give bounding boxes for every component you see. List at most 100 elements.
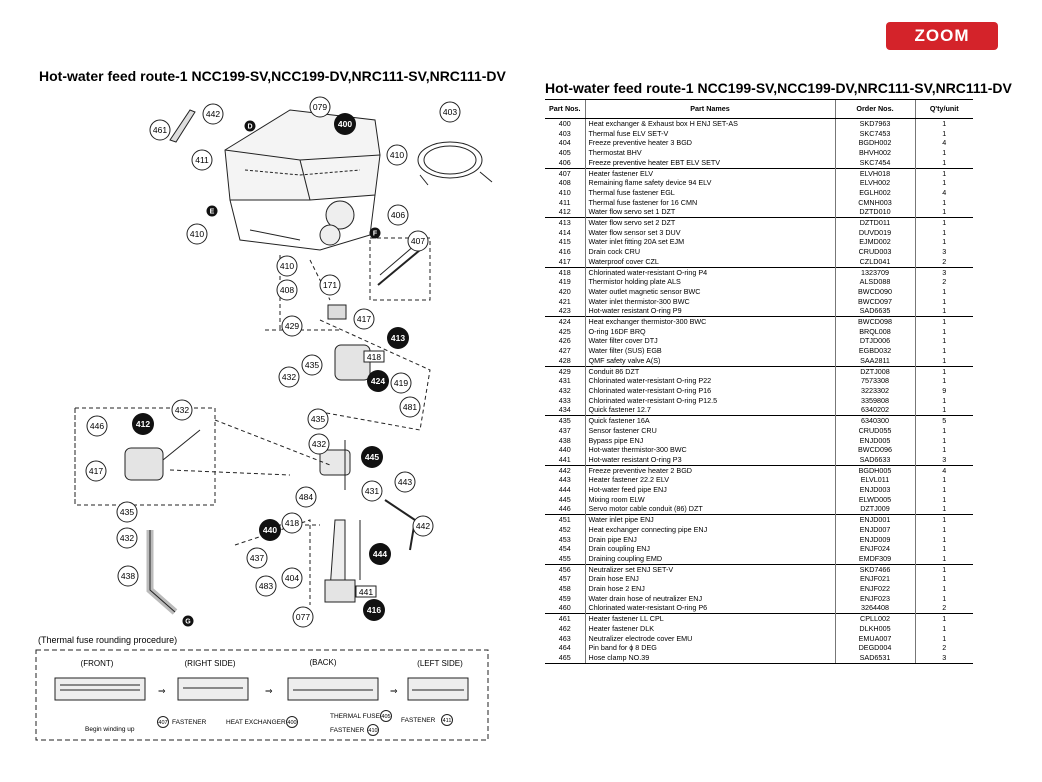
part-name-cell: Heater fastener 22.2 ELV <box>584 475 835 486</box>
qty-cell: 1 <box>914 178 973 188</box>
part-no-cell: 458 <box>558 584 571 594</box>
part-no-cell: 425 <box>558 326 571 336</box>
order-no-cell: CRUD055 <box>834 425 915 436</box>
callout-label: 483 <box>259 581 273 591</box>
thermal-fuse-label: THERMAL FUSE <box>330 713 381 720</box>
order-no-cell: 3223302 <box>834 385 915 396</box>
part-no-cell: 441 <box>558 454 571 464</box>
callout-label: 438 <box>121 571 135 581</box>
order-no-cell: DZTJ009 <box>834 504 915 515</box>
qty-cell: 3 <box>914 454 973 466</box>
callout-label: 484 <box>299 492 313 502</box>
qty-cell: 9 <box>914 385 973 396</box>
callout: 410 <box>276 255 298 277</box>
qty-cell: 1 <box>914 207 973 218</box>
qty-cell: 1 <box>914 197 973 208</box>
callout-label: 404 <box>285 573 299 583</box>
part-name-cell: Heater fastener DLK <box>584 623 835 634</box>
callout: 429 <box>281 315 303 337</box>
qty-cell: 1 <box>914 584 973 594</box>
view-callout: 407 <box>157 716 169 728</box>
order-no-cell: EGBD032 <box>834 346 915 356</box>
order-no-cell: ENJF024 <box>834 544 915 554</box>
thermal-fuse-title: (Thermal fuse rounding procedure) <box>38 635 177 645</box>
qty-cell: 1 <box>914 623 973 634</box>
part-no-cell: 442 <box>545 464 585 476</box>
order-no-cell: 3264408 <box>834 603 915 614</box>
letter-marker: F <box>369 227 381 239</box>
qty-cell: 2 <box>914 643 973 653</box>
callout-label: 418 <box>285 518 299 528</box>
callout: 442 <box>412 515 434 537</box>
order-no-cell: ELVH002 <box>834 178 915 188</box>
callout: 417 <box>353 308 375 330</box>
part-name-cell: Bypass pipe ENJ <box>584 435 835 446</box>
header-part-names: Part Names <box>584 99 835 119</box>
qty-cell: 5 <box>914 415 973 426</box>
part-name-cell: Hot-water resistant O-ring P9 <box>584 306 835 317</box>
callout-highlight: 444 <box>369 543 391 565</box>
callout-highlight: 413 <box>387 327 409 349</box>
order-no-cell: DZTD010 <box>834 207 915 218</box>
part-no-cell: 412 <box>558 207 571 217</box>
part-name-cell: Thermal fuse fastener EGL <box>584 187 835 198</box>
header-part-nos: Part Nos. <box>545 99 585 119</box>
part-no-cell: 438 <box>558 435 571 445</box>
callout: 408 <box>276 279 298 301</box>
qty-cell: 1 <box>914 286 973 297</box>
qty-cell: 3 <box>914 247 973 257</box>
part-name-cell: Quick fastener 16A <box>584 415 835 426</box>
callout-label: 435 <box>305 360 319 370</box>
callout: 438 <box>117 565 139 587</box>
view-callout-label: 410 <box>368 728 377 734</box>
fastener-label: FASTENER <box>401 717 436 724</box>
part-no-cell: 435 <box>545 415 585 426</box>
qty-cell: 3 <box>914 266 973 278</box>
callout-label: 444 <box>373 549 387 559</box>
callout-label: 429 <box>285 321 299 331</box>
qty-cell: 1 <box>914 167 973 179</box>
part-no-cell: 457 <box>558 574 571 584</box>
callout-label: 408 <box>280 285 294 295</box>
callout-label: 442 <box>206 109 220 119</box>
table-header-row: Part Nos. Part Names Order Nos. Q'ty/uni… <box>545 99 973 119</box>
qty-cell: 3 <box>914 652 973 664</box>
begin-winding-label: Begin winding up <box>85 726 135 733</box>
qty-cell: 1 <box>914 326 973 337</box>
callout-highlight: 400 <box>334 113 356 135</box>
part-no-cell: 461 <box>545 613 585 624</box>
order-no-cell: BWCD098 <box>834 316 915 327</box>
order-no-cell: 6340202 <box>834 405 915 416</box>
callout: 419 <box>390 372 412 394</box>
qty-cell: 2 <box>914 603 973 614</box>
part-name-cell: Remaining flame safety device 94 ELV <box>584 178 835 188</box>
part-no-cell: 445 <box>558 494 571 504</box>
part-name-cell: Neutralizer set ENJ SET-V <box>584 563 835 575</box>
letter-marker: D <box>244 120 256 132</box>
part-name-cell: Quick fastener 12.7 <box>584 405 835 416</box>
arrow-3: ⇒ <box>390 687 398 697</box>
callout: 432 <box>308 433 330 455</box>
part-name-cell: Water flow sensor set 3 DUV <box>584 227 835 238</box>
zoom-button[interactable]: ZOOM <box>886 22 998 50</box>
part-no-cell: 411 <box>559 197 571 207</box>
order-no-cell: ENJF022 <box>834 584 915 594</box>
callout-label: 411 <box>195 155 209 165</box>
part-name-cell: Neutralizer electrode cover EMU <box>584 633 835 644</box>
part-no-cell: 433 <box>558 395 571 405</box>
view-right-side: (RIGHT SIDE) <box>185 659 236 668</box>
